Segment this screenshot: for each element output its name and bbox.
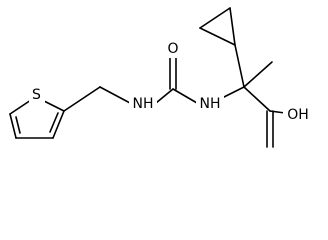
cyclopropyl-ring	[199, 7, 236, 46]
bond-cp-3	[229, 7, 236, 46]
nh-left-label: NH	[133, 96, 154, 112]
bond-c5-c4	[9, 113, 17, 139]
thiophene-ring	[9, 99, 65, 139]
hydroxyl-label: OH	[287, 107, 309, 123]
bond-carbonyl-nh	[172, 88, 198, 104]
bond-c3-c2-inner	[49, 112, 59, 133]
bond-c5-c4-inner	[15, 116, 21, 134]
structure-canvas: S NH O NH OH	[9, 7, 309, 148]
nh-right-label: NH	[200, 96, 221, 112]
bond-s-c2	[41, 99, 65, 112]
bond-alpha-methyl	[243, 61, 273, 88]
bond-s-c5	[9, 99, 32, 115]
bond-cp-2	[199, 7, 231, 29]
bond-cp-1	[199, 27, 236, 46]
bond-ch2-nh	[99, 86, 131, 104]
bond-c3-c2	[52, 110, 65, 139]
bond-alpha-cyclopropyl	[234, 44, 245, 88]
bond-nh-carbonyl	[155, 88, 174, 104]
bond-alpha-carboxyl	[243, 86, 271, 112]
carbonyl-oxygen-label: O	[167, 41, 178, 57]
molecule-structure: S NH O NH OH	[9, 7, 309, 148]
bond-c2-ch2	[63, 86, 101, 112]
sulfur-label: S	[32, 87, 41, 103]
